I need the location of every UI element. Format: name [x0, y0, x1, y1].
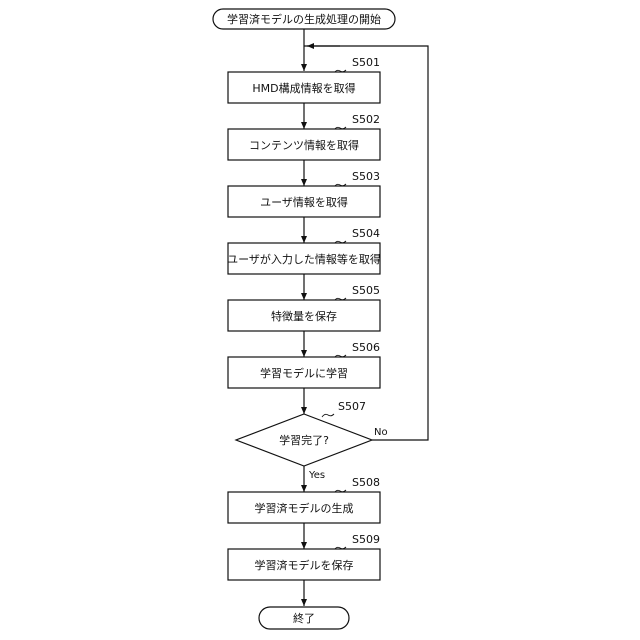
end-label: 終了: [293, 611, 315, 625]
decision-s507: S507 学習完了? No Yes: [236, 400, 388, 481]
label-s509: 学習済モデルを保存: [255, 558, 354, 572]
no-label: No: [374, 427, 388, 438]
step-id-s506: S506: [352, 341, 380, 354]
end-terminal: 終了: [259, 607, 349, 629]
yes-label: Yes: [308, 470, 325, 481]
step-id-s508: S508: [352, 476, 380, 489]
leader-s507: [322, 414, 334, 417]
label-s505: 特徴量を保存: [271, 309, 337, 323]
start-label: 学習済モデルの生成処理の開始: [227, 12, 381, 26]
label-s501: HMD構成情報を取得: [252, 82, 355, 95]
label-s503: ユーザ情報を取得: [260, 196, 348, 209]
label-s506: 学習モデルに学習: [260, 366, 348, 380]
step-id-s507: S507: [338, 400, 366, 413]
label-s508: 学習済モデルの生成: [255, 501, 354, 515]
label-s507: 学習完了?: [279, 433, 329, 447]
step-id-s504: S504: [352, 227, 380, 240]
step-id-s501: S501: [352, 56, 380, 69]
step-id-s503: S503: [352, 170, 380, 183]
label-s504: ユーザが入力した情報等を取得: [227, 252, 381, 266]
label-s502: コンテンツ情報を取得: [249, 139, 359, 152]
step-id-s509: S509: [352, 533, 380, 546]
step-id-s502: S502: [352, 113, 380, 126]
start-terminal: 学習済モデルの生成処理の開始: [213, 9, 395, 29]
step-id-s505: S505: [352, 284, 380, 297]
